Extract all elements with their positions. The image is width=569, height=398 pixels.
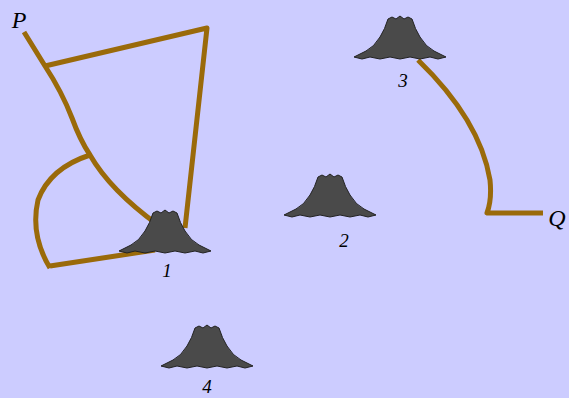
volcano (284, 174, 376, 217)
point-label: Q (548, 206, 565, 230)
callout-number: 4 (202, 377, 212, 396)
callout-number: 3 (398, 71, 408, 90)
point-label: P (12, 8, 27, 32)
callout-number: 2 (339, 231, 349, 250)
volcano (354, 16, 446, 59)
roads (24, 28, 543, 268)
volcano (161, 325, 253, 368)
callout-number: 1 (162, 261, 172, 280)
volcano (119, 210, 211, 253)
